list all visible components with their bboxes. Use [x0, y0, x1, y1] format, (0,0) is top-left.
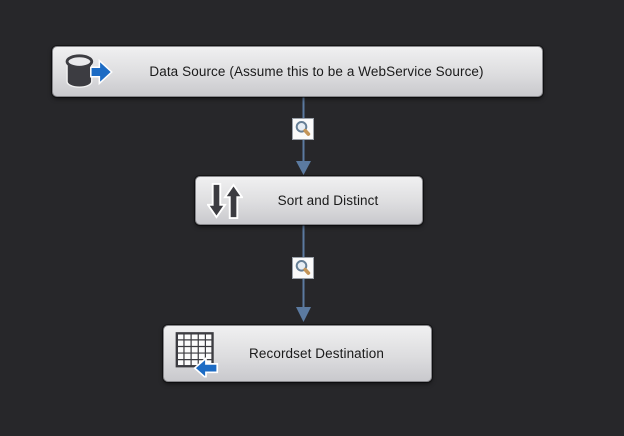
node-recordset-destination[interactable]: Recordset Destination: [163, 325, 432, 382]
node-label: Sort and Distinct: [277, 193, 379, 208]
node-data-source[interactable]: Data Source (Assume this to be a WebServ…: [52, 46, 543, 97]
data-viewer-magnifier-icon[interactable]: [292, 118, 314, 140]
recordset-grid-icon: [174, 330, 221, 380]
node-sort-and-distinct[interactable]: Sort and Distinct: [195, 176, 423, 225]
node-label: Recordset Destination: [249, 346, 384, 361]
node-label: Data Source (Assume this to be a WebServ…: [149, 64, 484, 79]
database-source-icon: [61, 53, 113, 91]
sort-arrows-icon: [206, 181, 244, 221]
data-viewer-magnifier-icon[interactable]: [292, 257, 314, 279]
